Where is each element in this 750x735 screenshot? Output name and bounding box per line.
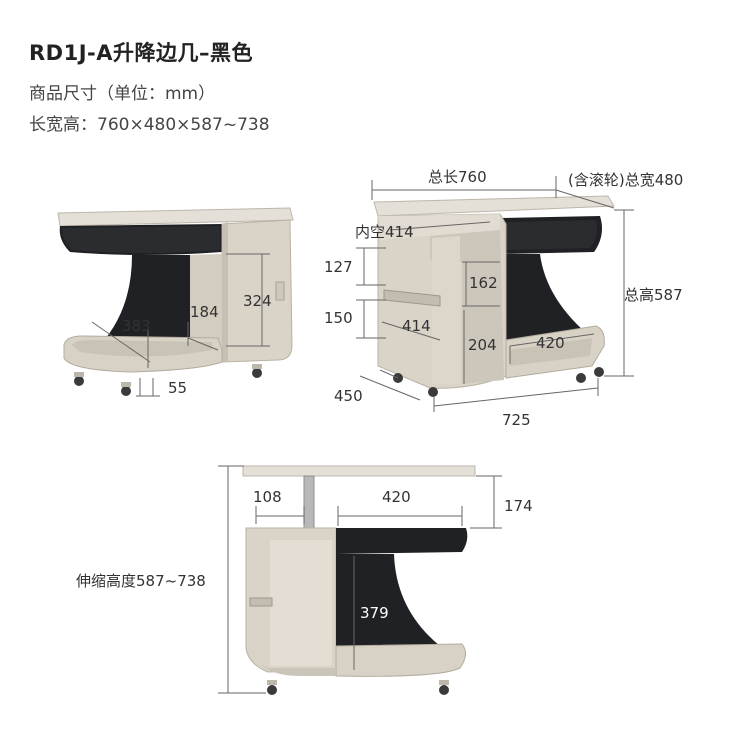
- dim-108: 108: [253, 488, 282, 506]
- product-title: RD1J-A升降边几–黑色: [29, 41, 253, 65]
- right-table-view: 总长760 (含滚轮)总宽480 内空414 127 162 总高587 150…: [324, 168, 683, 429]
- dim-stretch-height: 伸缩高度587~738: [76, 572, 206, 590]
- dim-55: 55: [168, 379, 187, 397]
- dim-174: 174: [504, 497, 533, 515]
- dim-379: 379: [360, 604, 389, 622]
- dim-420: 420: [536, 334, 565, 352]
- left-table-view: 383 184 324 55: [57, 207, 294, 397]
- dim-420-bottom: 420: [382, 488, 411, 506]
- dim-total-width: (含滚轮)总宽480: [568, 171, 683, 189]
- dim-383: 383: [122, 317, 151, 335]
- dim-127: 127: [324, 258, 353, 276]
- dim-204: 204: [468, 336, 497, 354]
- dim-150: 150: [324, 309, 353, 327]
- dim-450: 450: [334, 387, 363, 405]
- size-line: 长宽高：760×480×587~738: [29, 115, 270, 135]
- bottom-table-view: 108 420 174 伸缩高度587~738 379: [76, 465, 533, 695]
- dim-414: 414: [402, 317, 431, 335]
- dim-184: 184: [190, 303, 219, 321]
- unit-line: 商品尺寸（单位：mm）: [29, 84, 216, 104]
- dim-725: 725: [502, 411, 531, 429]
- dim-inner-space: 内空414: [355, 223, 414, 241]
- dim-162: 162: [469, 274, 498, 292]
- dim-total-length: 总长760: [428, 168, 487, 186]
- dim-324: 324: [243, 292, 272, 310]
- dim-total-height: 总高587: [624, 286, 683, 304]
